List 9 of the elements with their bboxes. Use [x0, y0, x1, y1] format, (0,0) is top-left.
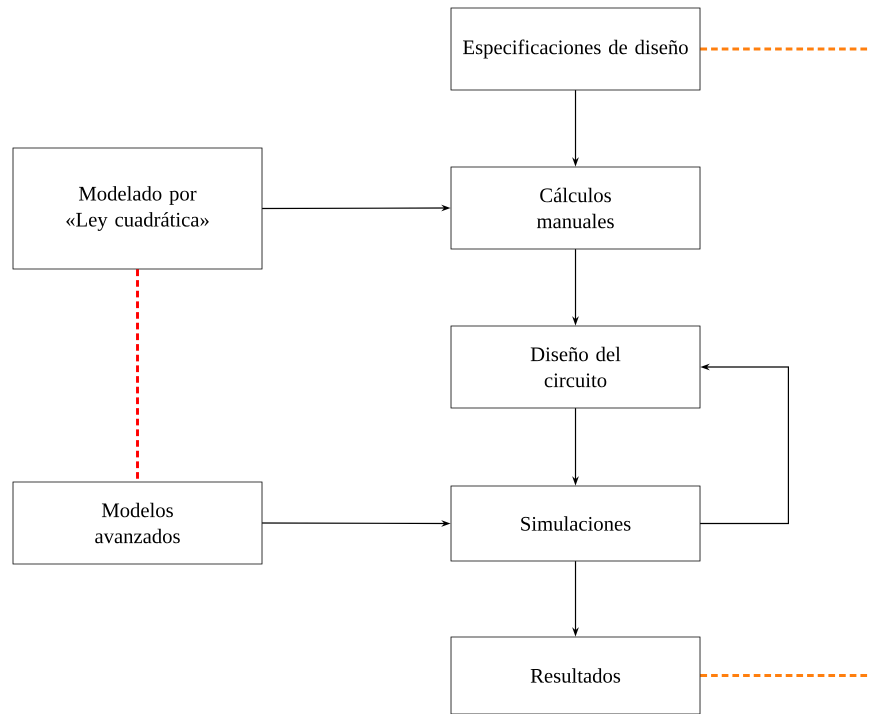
process-box: Resultados	[450, 636, 700, 714]
process-box: Diseño del circuito	[450, 326, 700, 408]
process-box: Cálculos manuales	[450, 166, 700, 250]
process-box: Modelado por «Ley cuadrática»	[12, 148, 262, 270]
dashed-line	[700, 48, 870, 50]
process-box: Simulaciones	[450, 486, 700, 562]
process-box: Modelos avanzados	[12, 482, 262, 564]
dashed-line	[700, 674, 870, 677]
process-box: Especificaciones de diseño	[450, 8, 700, 90]
